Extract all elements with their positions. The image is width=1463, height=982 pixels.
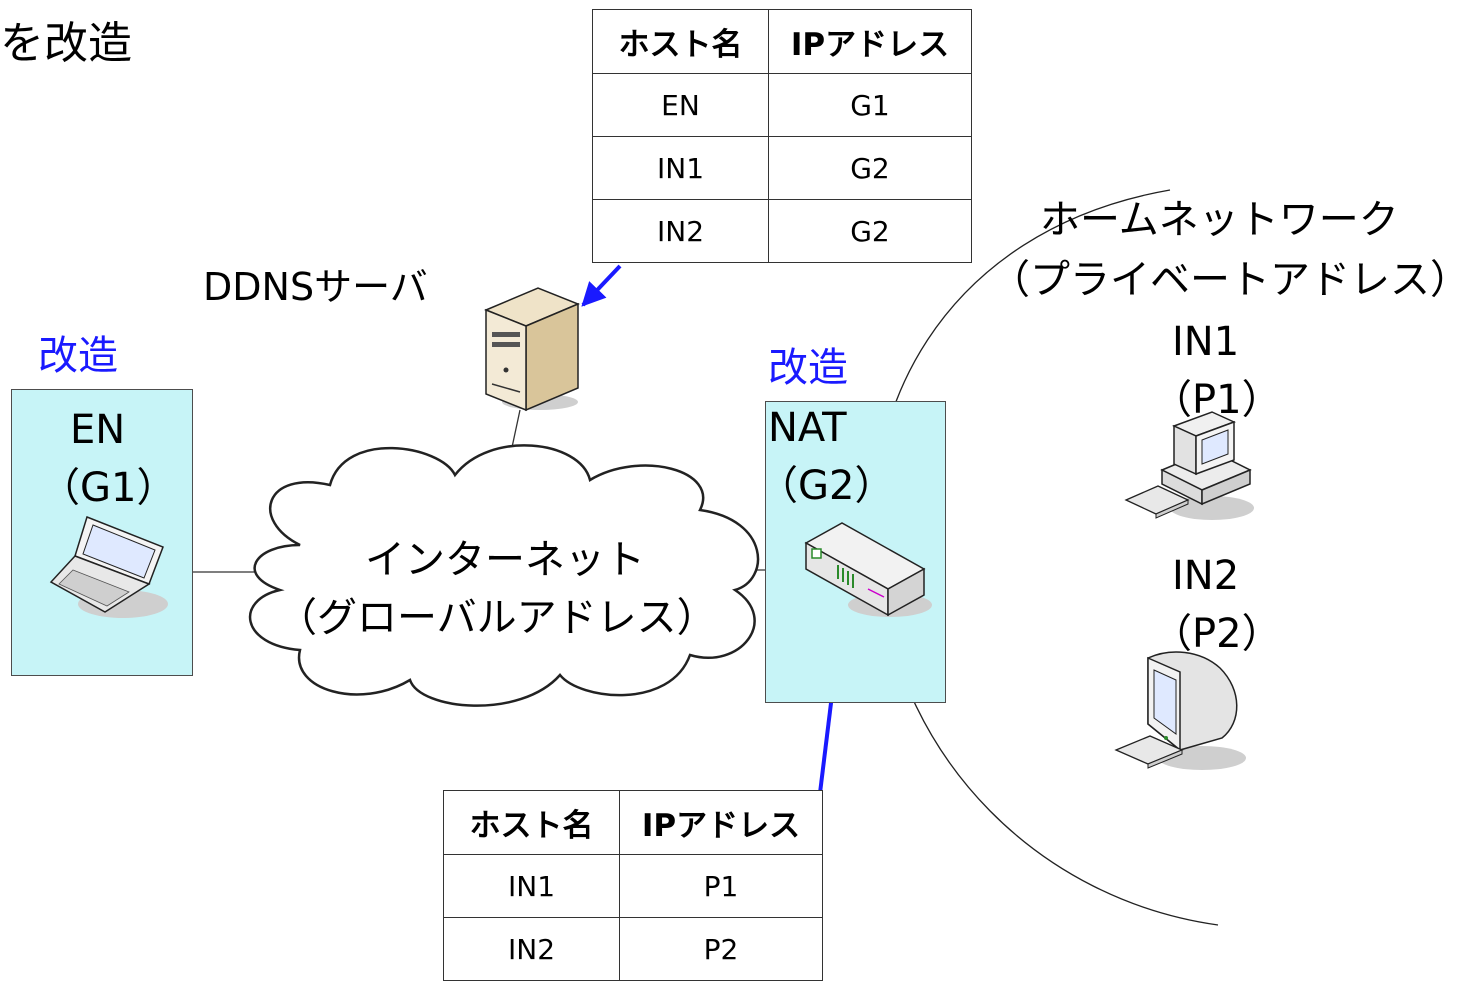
nat-cell-ip: P1 [619, 854, 823, 918]
internet-address-label: （グローバルアドレス） [277, 595, 717, 641]
server-icon [484, 287, 580, 412]
nat-cell-host: IN2 [443, 917, 620, 981]
ddns-cell-host: IN1 [592, 136, 769, 200]
nat-ip: （G2） [758, 463, 895, 509]
ddns-cell-ip: G2 [768, 136, 972, 200]
ddns-header-ip: IPアドレス [768, 9, 972, 74]
en-host-ip: （G1） [40, 465, 177, 511]
ddns-cell-host: EN [592, 73, 769, 137]
desktop-computer-icon [1124, 411, 1254, 520]
ddns-cell-ip: G1 [768, 73, 972, 137]
in2-ip: （P2） [1152, 611, 1282, 657]
ddns-server-label: DDNSサーバ [203, 265, 428, 309]
modification-label-en: 改造 [38, 333, 118, 379]
laptop-icon [49, 516, 168, 618]
in2-name: IN2 [1172, 553, 1240, 599]
home-network-label: ホームネットワーク [1040, 197, 1399, 243]
ddns-table: ホスト名 IPアドレス EN G1 IN1 G2 IN2 G2 [592, 9, 972, 263]
nat-table: ホスト名 IPアドレス IN1 P1 IN2 P2 [443, 790, 823, 981]
ddns-header-host: ホスト名 [592, 9, 769, 74]
table-row: EN G1 [592, 73, 972, 137]
modification-label-nat: 改造 [768, 345, 848, 391]
table-row: IN2 P2 [443, 917, 823, 981]
in1-name: IN1 [1172, 319, 1240, 365]
nat-name: NAT [768, 405, 847, 451]
nat-cell-ip: P2 [619, 917, 823, 981]
home-network-address-label: （プライベートアドレス） [990, 257, 1463, 303]
crt-monitor-icon [1114, 651, 1246, 770]
table-row: IN1 G2 [592, 136, 972, 200]
in1-ip: （P1） [1152, 377, 1282, 423]
internet-cloud [248, 444, 760, 707]
table-row: IN1 P1 [443, 854, 823, 918]
page-heading: を改造 [0, 18, 132, 69]
internet-label: インターネット [365, 537, 645, 583]
nat-header-ip: IPアドレス [619, 790, 823, 855]
nat-cell-host: IN1 [443, 854, 620, 918]
ddns-table-arrow [581, 264, 622, 307]
en-host-name: EN [70, 407, 126, 453]
ddns-cell-ip: G2 [768, 199, 972, 263]
nat-header-host: ホスト名 [443, 790, 620, 855]
table-row: IN2 G2 [592, 199, 972, 263]
router-icon [804, 522, 932, 617]
ddns-cell-host: IN2 [592, 199, 769, 263]
